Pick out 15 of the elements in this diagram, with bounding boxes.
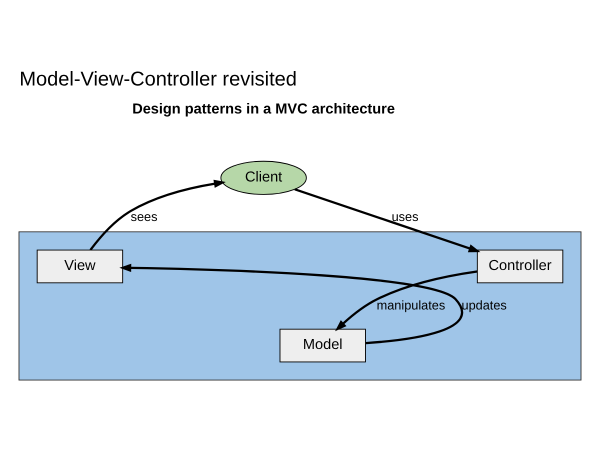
edge-label: updates: [462, 296, 507, 312]
node-ellipse: Client: [220, 160, 307, 194]
node-box: View: [36, 249, 124, 283]
edge-label: manipulates: [376, 296, 446, 312]
node-box: Model: [280, 328, 366, 362]
label: Design patterns in a MVC architecture: [132, 101, 395, 118]
edge-label: uses: [392, 208, 418, 224]
arrow: [90, 179, 226, 250]
diagram-title: Model-View-Controller revisited: [19, 68, 297, 90]
arrow: [294, 188, 480, 252]
edge-label: sees: [130, 208, 158, 224]
arrow: [335, 270, 478, 331]
arrow: [119, 263, 463, 344]
node-box: Controller: [476, 249, 564, 283]
cluster: [18, 230, 582, 380]
